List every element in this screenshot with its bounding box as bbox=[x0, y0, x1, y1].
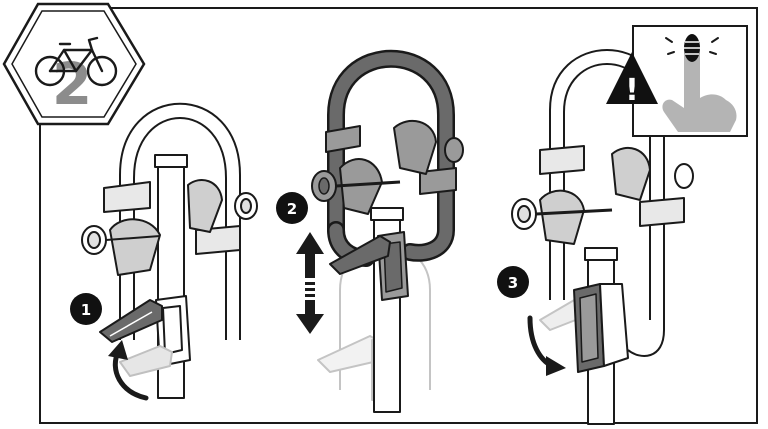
svg-text:1: 1 bbox=[81, 301, 91, 319]
step-1-marker: 1 bbox=[70, 293, 102, 325]
svg-text:2: 2 bbox=[287, 200, 297, 218]
warning-triangle-icon: ! bbox=[606, 52, 658, 108]
step-badge: 2 bbox=[2, 2, 146, 126]
step-3-marker: 3 bbox=[497, 266, 529, 298]
panel-step-2 bbox=[311, 49, 464, 413]
loop-frame bbox=[119, 102, 241, 340]
finger-press-icon bbox=[662, 34, 737, 132]
svg-text:!: ! bbox=[625, 73, 639, 108]
panel-step-1 bbox=[81, 102, 258, 399]
warning-inset: ! bbox=[606, 25, 748, 137]
release-lever bbox=[99, 299, 163, 343]
bicycle-icon bbox=[34, 36, 118, 87]
panel-step-3 bbox=[511, 49, 694, 425]
rotate-down-arrow-icon bbox=[527, 315, 566, 376]
frame-border bbox=[39, 7, 758, 424]
svg-text:3: 3 bbox=[508, 274, 518, 292]
rotate-up-arrow-icon bbox=[108, 340, 149, 401]
step-2-marker: 2 bbox=[276, 192, 308, 224]
release-lever bbox=[329, 235, 391, 275]
up-down-arrow-icon bbox=[296, 232, 324, 334]
